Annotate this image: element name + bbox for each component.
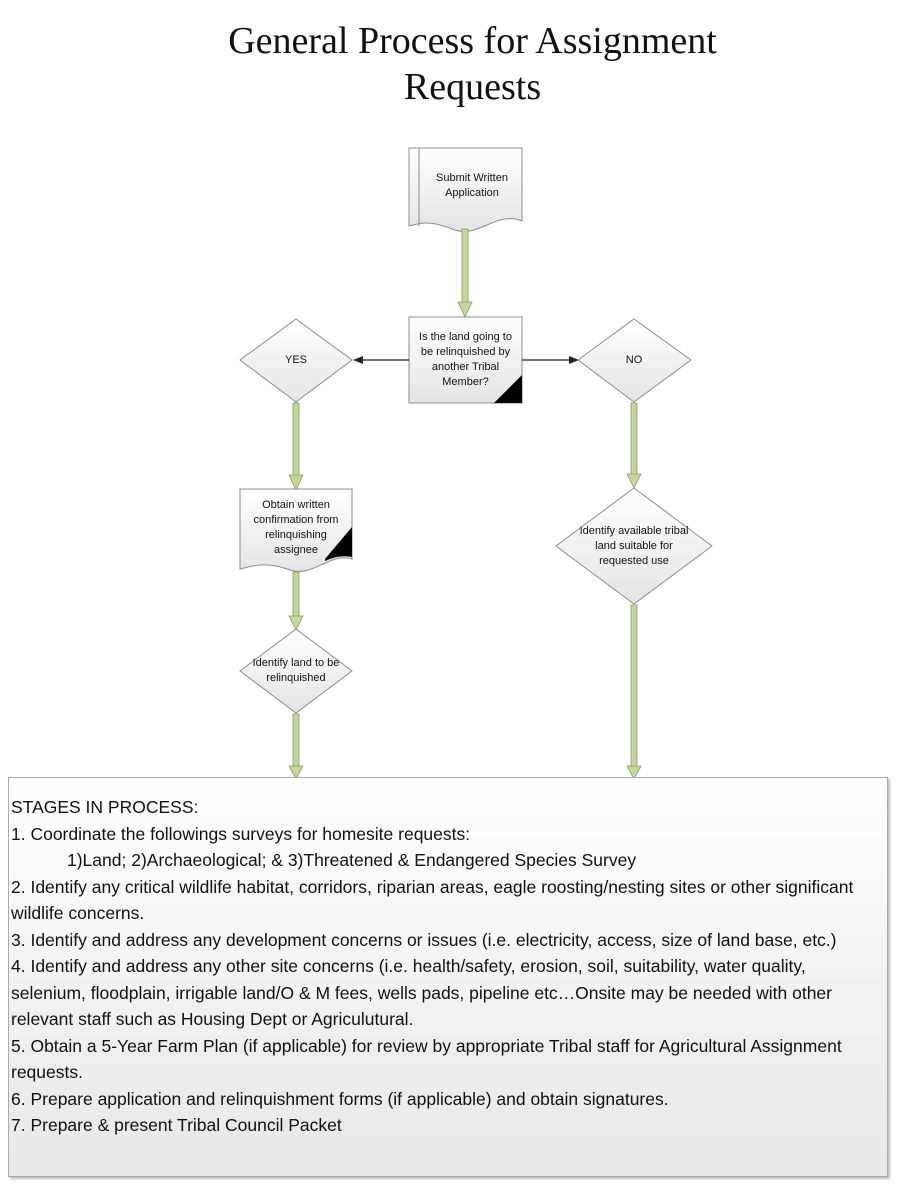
question-label: Is the land going to be relinquished by … bbox=[419, 331, 512, 388]
question-process-box bbox=[408, 316, 523, 404]
yes-label: YES bbox=[284, 353, 307, 366]
obtain-confirmation-label: Obtain written confirmation from relinqu… bbox=[253, 499, 339, 556]
connector-identify-available-to-stages bbox=[626, 604, 642, 780]
stages-heading: STAGES IN PROCESS: bbox=[11, 797, 199, 817]
connector-yes-to-obtain bbox=[288, 402, 304, 491]
identify-available-land-diamond bbox=[555, 487, 713, 605]
connector-obtain-to-identify-land bbox=[288, 571, 304, 631]
stage-item: 7. Prepare & present Tribal Council Pack… bbox=[11, 1115, 342, 1135]
obtain-confirmation-document bbox=[239, 488, 353, 572]
connector-no-to-identify-available bbox=[626, 402, 642, 489]
stage-item: 4. Identify and address any other site c… bbox=[11, 956, 832, 1029]
title-line-2: Requests bbox=[403, 66, 542, 108]
submit-application-label: Submit Written Application bbox=[436, 172, 508, 199]
stage-item: 5. Obtain a 5-Year Farm Plan (if applica… bbox=[11, 1035, 842, 1083]
stages-in-process-box: STAGES IN PROCESS: 1. Coordinate the fol… bbox=[8, 777, 888, 1177]
corner-marker-icon bbox=[494, 375, 522, 403]
stage-item: 3. Identify and address any development … bbox=[11, 929, 837, 950]
connector-identify-land-to-stages bbox=[288, 713, 304, 780]
stage-subitem: 1)Land; 2)Archaeological; & 3)Threatened… bbox=[67, 850, 637, 870]
identify-land-diamond bbox=[239, 628, 353, 714]
stage-item: 6. Prepare application and relinquishmen… bbox=[11, 1088, 669, 1109]
identify-available-land-label: Identify available tribal land suitable … bbox=[579, 524, 689, 567]
stage-item: 1. Coordinate the followings surveys for… bbox=[11, 823, 471, 844]
connector-submit-to-question bbox=[457, 228, 473, 318]
identify-land-label: Identify land to be relinquished bbox=[252, 657, 340, 684]
title-line-1: General Process for Assignment bbox=[228, 20, 717, 62]
diagram-title: General Process for Assignment Requests bbox=[0, 18, 900, 110]
corner-marker-icon bbox=[325, 527, 352, 561]
no-decision-diamond bbox=[577, 318, 692, 403]
stage-item: 2. Identify any critical wildlife habita… bbox=[11, 876, 854, 924]
yes-decision-diamond bbox=[239, 318, 353, 403]
submit-application-document bbox=[408, 147, 523, 232]
no-label: NO bbox=[625, 353, 643, 366]
